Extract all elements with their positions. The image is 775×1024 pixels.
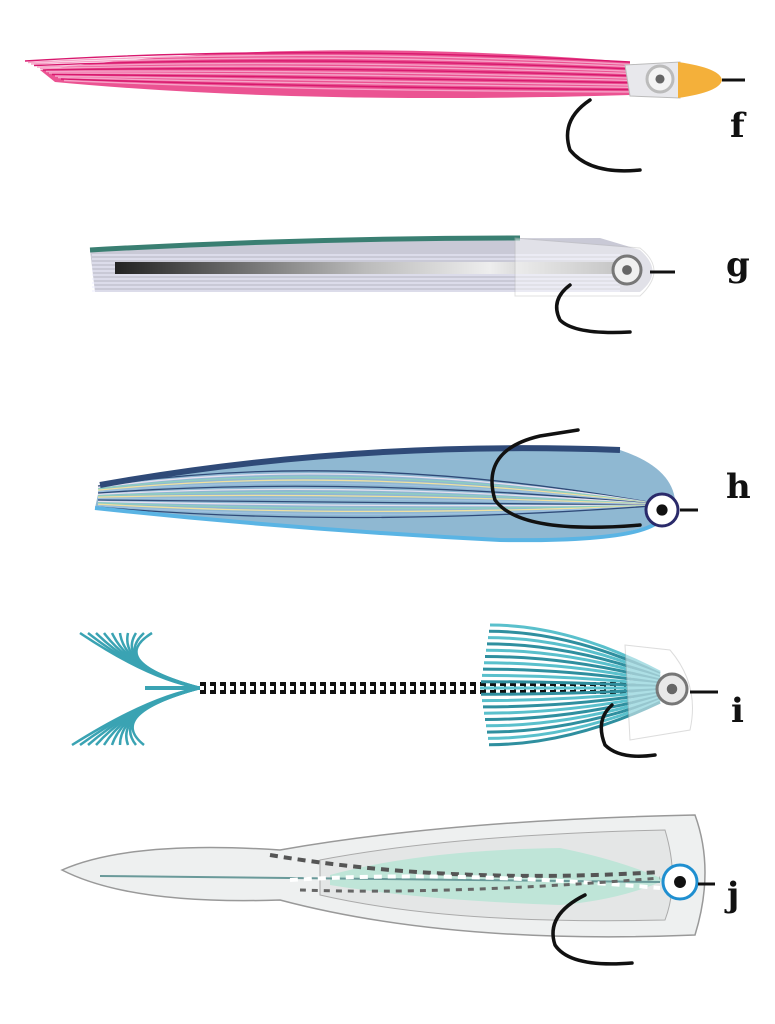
strand	[51, 73, 631, 84]
hook	[599, 703, 657, 758]
hook	[490, 428, 642, 529]
strand	[97, 476, 666, 506]
dashed-flash	[299, 876, 661, 893]
pupil	[656, 504, 668, 516]
belly	[94, 506, 662, 543]
strand	[57, 76, 631, 88]
pupil	[655, 74, 665, 84]
fly-h	[94, 428, 698, 543]
fly-f	[24, 50, 745, 173]
hook	[554, 283, 632, 335]
label-j: j	[724, 875, 739, 915]
strand	[33, 60, 631, 70]
back-stripe	[89, 235, 521, 253]
strand	[42, 67, 631, 77]
pupil	[622, 265, 632, 275]
strand	[45, 70, 631, 79]
back	[99, 445, 621, 488]
strand	[97, 502, 666, 510]
strand	[97, 504, 666, 519]
strand	[97, 500, 666, 507]
pupil	[674, 876, 686, 888]
strand	[39, 65, 631, 75]
label-i: i	[731, 691, 744, 731]
strand	[97, 503, 666, 513]
shank	[99, 875, 661, 883]
label-g: g	[726, 245, 750, 285]
fly-j	[60, 814, 715, 966]
strand	[97, 488, 666, 506]
strand	[63, 79, 631, 93]
fly-g	[89, 235, 675, 335]
label-h: h	[726, 467, 751, 507]
strand	[97, 470, 666, 506]
tail-strand	[103, 632, 201, 690]
fly-i	[71, 623, 718, 758]
label-f: f	[730, 106, 747, 146]
strand	[27, 54, 631, 65]
strand	[97, 494, 666, 506]
tail-strand	[102, 686, 201, 746]
strand	[97, 482, 666, 506]
strand	[30, 57, 631, 68]
hook	[565, 98, 642, 173]
strand	[97, 499, 666, 506]
strand	[60, 78, 631, 91]
tail-strand	[135, 631, 201, 690]
strand	[97, 497, 666, 506]
dashed-flash	[269, 853, 661, 878]
flash-stripe	[115, 262, 615, 274]
strand	[48, 72, 631, 82]
strand	[97, 504, 666, 516]
strand	[97, 479, 666, 506]
cone-head	[678, 62, 722, 98]
strand	[97, 473, 666, 506]
hook	[551, 893, 634, 966]
strand	[97, 485, 666, 506]
tail-strand	[131, 686, 201, 746]
fly-body	[95, 448, 676, 541]
pupil	[666, 683, 678, 695]
dashed-flash	[289, 874, 661, 890]
strand	[24, 52, 631, 63]
strand	[36, 62, 631, 72]
strand	[97, 491, 666, 506]
strand	[54, 75, 631, 86]
